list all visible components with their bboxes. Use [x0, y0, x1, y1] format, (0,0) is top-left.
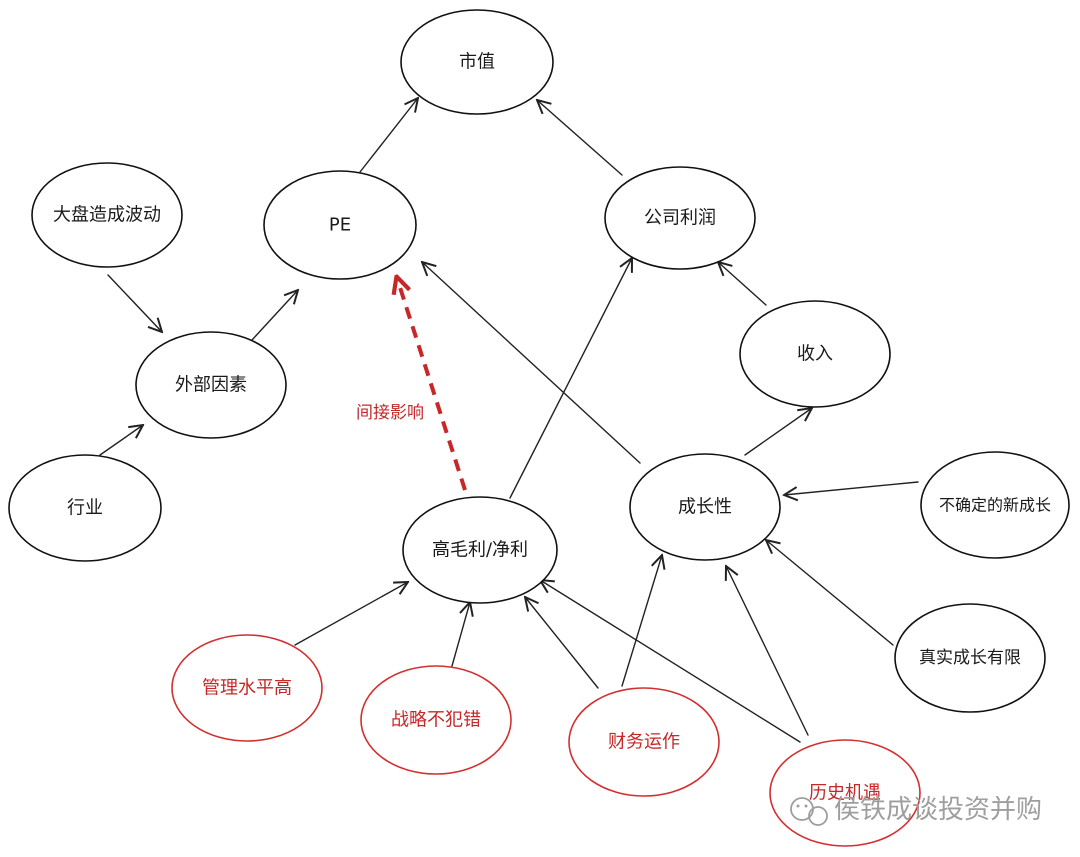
- edge-label-indirect-influence: 间接影响: [356, 403, 424, 423]
- node-revenue: 收入: [739, 300, 891, 408]
- edge-high-margin-to-pe-dashed: [397, 278, 467, 491]
- node-strategy: 战略不犯错: [360, 665, 512, 775]
- node-label-management: 管理水平高: [202, 678, 292, 699]
- edge-pe-to-market-cap: [359, 98, 418, 173]
- node-label-uncertain-growth: 不确定的新成长: [939, 496, 1051, 515]
- node-growth: 成长性: [629, 453, 781, 561]
- edge-management-to-high-margin: [294, 582, 408, 646]
- edge-market-fluctuation-to-external-factors: [107, 274, 162, 332]
- watermark: 侯铁成谈投资并购: [790, 795, 1042, 826]
- watermark-text: 侯铁成谈投资并购: [834, 795, 1042, 825]
- node-label-company-profit: 公司利润: [644, 208, 716, 229]
- node-label-limited-growth: 真实成长有限: [919, 648, 1021, 668]
- edge-revenue-to-company-profit: [718, 262, 767, 306]
- edge-external-factors-to-pe: [251, 290, 298, 341]
- node-label-market-cap: 市值: [459, 52, 495, 73]
- edge-industry-to-external-factors: [99, 425, 143, 456]
- node-historical-opportunity: 历史机遇: [769, 739, 921, 847]
- node-label-external-factors: 外部因素: [175, 375, 247, 396]
- node-label-industry: 行业: [67, 498, 103, 519]
- edge-uncertain-growth-to-growth: [784, 481, 919, 495]
- edge-financial-ops-to-growth: [621, 555, 662, 687]
- node-industry: 行业: [8, 454, 162, 562]
- node-pe: PE: [263, 170, 417, 280]
- edge-limited-growth-to-growth: [766, 540, 894, 646]
- node-financial-ops: 财务运作: [568, 687, 720, 797]
- edge-historical-opportunity-to-high-margin: [540, 580, 801, 743]
- node-market-cap: 市值: [400, 9, 554, 115]
- wechat-icon: [790, 797, 828, 826]
- edge-financial-ops-to-high-margin: [525, 597, 599, 689]
- node-label-high-margin: 高毛利/净利: [432, 540, 528, 561]
- node-limited-growth: 真实成长有限: [894, 603, 1046, 713]
- node-external-factors: 外部因素: [135, 331, 287, 439]
- edge-company-profit-to-market-cap: [537, 100, 623, 176]
- node-label-strategy: 战略不犯错: [391, 710, 481, 731]
- node-label-growth: 成长性: [678, 497, 732, 518]
- node-label-historical-opportunity: 历史机遇: [809, 783, 881, 804]
- edge-growth-to-revenue: [744, 408, 812, 456]
- edge-high-margin-to-company-profit: [509, 258, 632, 499]
- node-uncertain-growth: 不确定的新成长: [920, 451, 1070, 559]
- edges-layer: [99, 98, 919, 743]
- node-label-pe: PE: [329, 215, 351, 236]
- node-high-margin: 高毛利/净利: [402, 496, 558, 604]
- nodes-layer: 市值 PE 公司利润 大盘造成波动 外部因素 行业 收入 成长性: [8, 9, 1070, 847]
- node-label-market-fluctuation: 大盘造成波动: [53, 205, 161, 226]
- node-market-fluctuation: 大盘造成波动: [31, 162, 183, 268]
- edge-historical-opportunity-to-growth: [726, 566, 809, 736]
- edge-growth-to-pe: [422, 262, 641, 464]
- edge-strategy-to-high-margin: [451, 602, 470, 667]
- node-company-profit: 公司利润: [604, 166, 756, 270]
- node-label-revenue: 收入: [797, 344, 833, 365]
- node-management: 管理水平高: [171, 634, 323, 742]
- node-label-financial-ops: 财务运作: [608, 732, 680, 753]
